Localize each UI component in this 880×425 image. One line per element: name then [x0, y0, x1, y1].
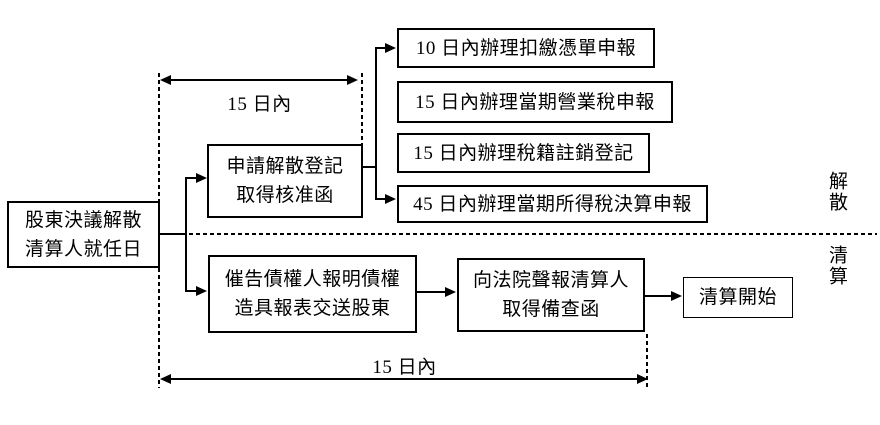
- notify-creditors-node: 催告債權人報明債權 造具報表交送股東: [208, 255, 417, 333]
- connector-apply-stub: [361, 166, 377, 168]
- arrowhead-right-icon: [385, 194, 396, 204]
- section-label-dissolution: 解散: [826, 171, 847, 213]
- measure-shaft: [168, 378, 640, 380]
- task-label: 15 日內辦理稅籍註銷登記: [413, 142, 634, 164]
- apply-dissolution-node: 申請解散登記 取得核准函: [207, 144, 363, 218]
- section-label-liquidation: 清算: [826, 245, 847, 287]
- measure-shaft: [168, 79, 350, 81]
- task-node-income-tax: 45 日內辦理當期所得稅決算申報: [397, 185, 708, 223]
- guide-dash-right-bottom: [646, 334, 648, 388]
- arrowhead-right-icon: [385, 43, 396, 53]
- task-node-business-tax: 15 日內辦理當期營業稅申報: [397, 81, 673, 123]
- arrow-shaft: [375, 198, 386, 200]
- arrow-shaft: [645, 295, 673, 297]
- arrow-shaft: [417, 291, 447, 293]
- start-node: 股東決議解散 清算人就任日: [7, 201, 160, 268]
- connector-tasks-vertical: [375, 47, 377, 200]
- arrowhead-right-icon: [347, 75, 358, 85]
- arrowhead-right-icon: [445, 287, 456, 297]
- court-node-line2: 取得備查函: [502, 299, 600, 320]
- guide-dash-right-top: [361, 73, 363, 144]
- report-to-court-node: 向法院聲報清算人 取得備查函: [457, 258, 645, 332]
- arrowhead-right-icon: [671, 291, 682, 301]
- task-label: 10 日內辦理扣繳憑單申報: [415, 37, 637, 59]
- task-node-tax-deregistration: 15 日內辦理稅籍註銷登記: [397, 133, 650, 173]
- notify-node-line2: 造具報表交送股東: [234, 298, 391, 319]
- section-divider-dashed-line: [189, 233, 877, 235]
- arrow-shaft: [185, 290, 197, 292]
- arrowhead-right-icon: [196, 286, 207, 296]
- arrow-shaft: [185, 177, 197, 179]
- apply-node-line2: 取得核准函: [236, 185, 334, 206]
- start-node-line1: 股東決議解散: [24, 209, 142, 231]
- task-label: 45 日內辦理當期所得稅決算申報: [413, 193, 692, 215]
- arrow-shaft: [375, 47, 386, 49]
- connector-branch-horizontal: [159, 233, 187, 235]
- start-node-line2: 清算人就任日: [24, 238, 142, 260]
- duration-label-top: 15 日內: [227, 94, 292, 115]
- connector-branch-vertical: [185, 177, 187, 291]
- notify-node-line1: 催告債權人報明債權: [224, 269, 401, 290]
- task-label: 15 日內辦理當期營業稅申報: [415, 91, 655, 113]
- apply-node-line1: 申請解散登記: [226, 156, 344, 177]
- arrowhead-right-icon: [637, 374, 648, 384]
- arrowhead-left-icon: [160, 374, 171, 384]
- guide-dash-left-bottom: [158, 268, 160, 388]
- duration-label-bottom: 15 日內: [372, 357, 437, 378]
- liquidation-begin-node: 清算開始: [683, 277, 793, 318]
- begin-node-label: 清算開始: [698, 287, 777, 308]
- court-node-line1: 向法院聲報清算人: [472, 270, 629, 291]
- arrowhead-right-icon: [196, 173, 207, 183]
- guide-dash-left-top: [158, 73, 160, 202]
- arrowhead-left-icon: [160, 75, 171, 85]
- task-node-withholding: 10 日內辦理扣繳憑單申報: [397, 28, 655, 68]
